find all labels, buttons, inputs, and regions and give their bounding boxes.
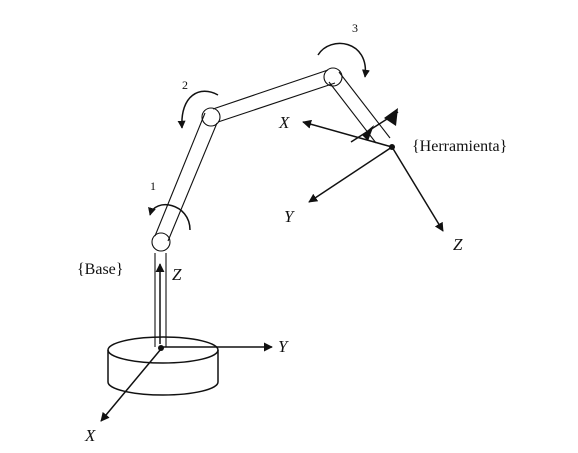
base-frame-label: {Base}	[77, 261, 123, 278]
joint-3-circle	[323, 67, 343, 87]
joint-1-rotation-arrow	[148, 203, 191, 231]
tool-x-label: X	[278, 113, 290, 132]
joint-1-circle	[151, 232, 171, 252]
tool-y-axis	[308, 146, 393, 203]
base-column	[154, 253, 167, 347]
joint-3-rotation-arrow	[317, 42, 370, 78]
link-1-2	[154, 112, 218, 242]
tool-z-axis	[391, 146, 444, 232]
base-z-label: Z	[172, 265, 182, 284]
joint-2-label: 2	[182, 78, 188, 92]
tool-z-label: Z	[453, 235, 463, 254]
base-cylinder	[107, 336, 219, 396]
base-origin	[158, 345, 164, 351]
joint-2-rotation-arrow	[177, 90, 219, 129]
base-x-axis	[100, 348, 162, 422]
tool-origin	[389, 144, 395, 150]
tool-y-label: Y	[284, 207, 295, 226]
tool-frame-label: {Herramienta}	[412, 138, 507, 155]
tool-x-axis	[302, 119, 393, 148]
link-2-3	[212, 69, 336, 123]
base-x-label: X	[84, 426, 96, 445]
joint-1-label: 1	[150, 179, 156, 193]
base-y-label: Y	[278, 337, 289, 356]
joint-2-circle	[201, 107, 221, 127]
joint-3-label: 3	[352, 21, 358, 35]
